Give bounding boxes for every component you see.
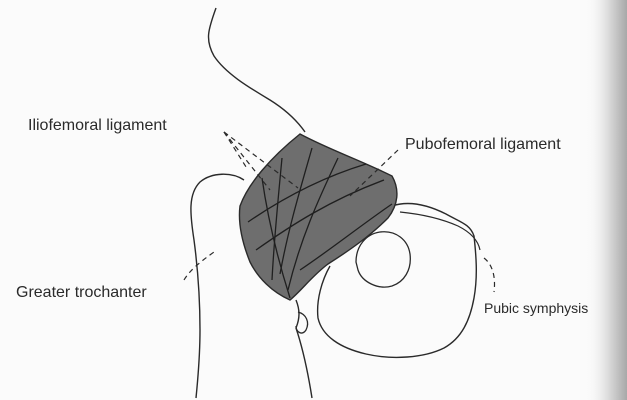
label-greater-trochanter: Greater trochanter [16,285,147,301]
leader-greater-trochanter [184,252,214,280]
leader-iliofemoral-3 [224,132,248,170]
leader-pubic-symphysis [484,258,495,292]
obturator-foramen [356,232,410,287]
label-pubic-symphysis: Pubic symphysis [484,301,588,315]
femur-outline [191,174,244,398]
label-pubofemoral-ligament: Pubofemoral ligament [405,137,561,153]
pelvis-outline [208,8,305,132]
page-edge-shadow [585,0,627,400]
pubic-ramus-upper [400,212,480,250]
label-iliofemoral-ligament: Iliofemoral ligament [28,118,167,134]
